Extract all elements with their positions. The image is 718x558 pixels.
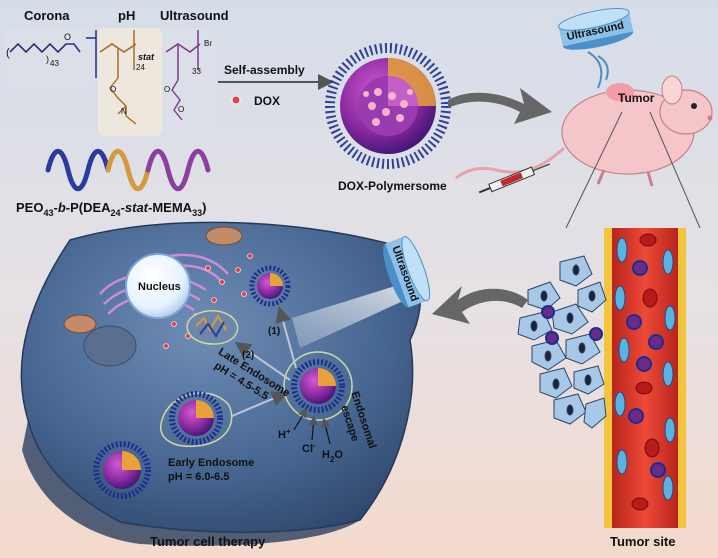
blood-vessel [604, 228, 686, 528]
pathway-arrows [231, 306, 297, 417]
dox-label: DOX [254, 94, 280, 108]
svg-text:(: ( [6, 47, 10, 59]
sub-24: 24 [136, 63, 145, 72]
cell-ultrasound-cone: Ultrasound [292, 236, 431, 348]
nucleus: Nucleus [125, 253, 191, 319]
tumor-label: Tumor [618, 91, 655, 105]
step-1-label: (1) [268, 326, 280, 337]
polymer-structure: Corona pH Ultrasound ( ) 43 O 24 stat O … [4, 8, 229, 218]
tumor-spot [606, 83, 634, 101]
sub-43: 43 [50, 59, 59, 68]
ion-labels: H+ Cl- H2O [278, 407, 343, 464]
to-mouse-arrow [448, 88, 552, 124]
corona-block-box [4, 28, 90, 88]
svg-text:): ) [46, 54, 49, 64]
er-body [83, 325, 137, 367]
tumor-cell: Nucleus Ultrasoun [20, 221, 431, 546]
ph-label: pH [118, 8, 135, 23]
br-label: Br [204, 39, 212, 48]
mitochondria [63, 226, 243, 334]
svg-text:O: O [164, 85, 170, 94]
sub-33: 33 [192, 67, 201, 76]
corona-label: Corona [24, 8, 70, 23]
svg-text:O: O [178, 105, 184, 114]
disrupted-endosome [186, 310, 239, 345]
polymer-name: PEO43-b-P(DEA24-stat-MEMA33) [16, 200, 206, 218]
site-caption: Tumor site [610, 534, 676, 549]
cell-polymersome-top [249, 265, 291, 307]
nucleus-label: Nucleus [138, 281, 181, 293]
early-endosome-label: Early Endosome [168, 457, 254, 469]
therapy-caption: Tumor cell therapy [150, 534, 266, 549]
to-cell-arrow [432, 286, 528, 324]
ultrasound-block-label: Ultrasound [160, 8, 229, 23]
self-assembly-label: Self-assembly [224, 63, 305, 77]
early-ph-label: pH = 6.0-6.5 [168, 471, 229, 483]
svg-text:N: N [121, 107, 127, 116]
tumor-cell-cluster [517, 255, 607, 429]
stat-label: stat [138, 52, 155, 62]
cl-minus-label: Cl- [302, 441, 316, 455]
ph-block-box [98, 28, 162, 136]
mouse-ultrasound-probe: Ultrasound [558, 8, 634, 50]
entering-polymersome [93, 441, 151, 499]
early-endosome [160, 391, 233, 447]
syringe [478, 163, 550, 194]
mouse-illustration: Ultrasound Tumor [455, 8, 713, 229]
h2o-label: H2O [322, 449, 343, 464]
polymer-helix [45, 148, 211, 192]
step-2-label: (2) [242, 350, 254, 361]
self-assembly-step: Self-assembly DOX [218, 63, 334, 108]
svg-text:O: O [110, 85, 116, 94]
polymersome-label: DOX-Polymersome [338, 179, 447, 193]
dox-dot-icon [231, 95, 241, 105]
svg-text:O: O [64, 32, 71, 42]
h-plus-label: H+ [278, 427, 291, 441]
dox-polymersome: DOX-Polymersome [325, 43, 451, 193]
